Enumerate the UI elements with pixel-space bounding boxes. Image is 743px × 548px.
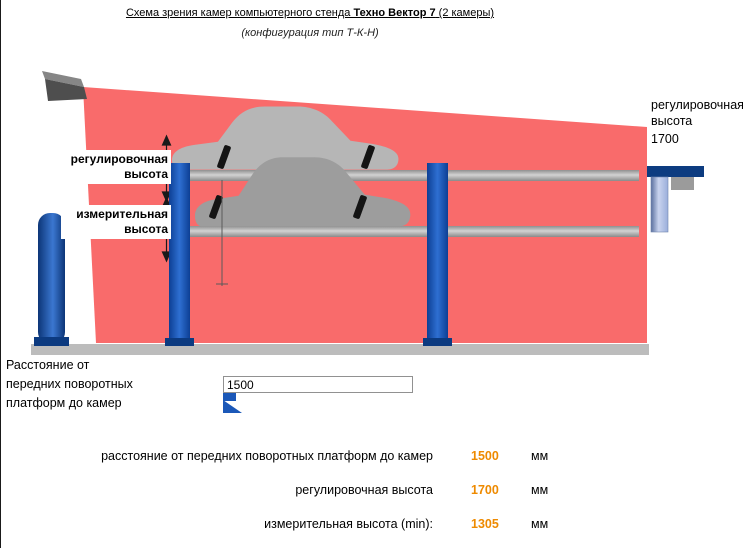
distance-marker-icon bbox=[223, 393, 242, 413]
measure-height-label-line2: высота bbox=[124, 222, 168, 236]
right-height-panel: регулировочная высота 1700 bbox=[651, 97, 743, 147]
result-row: расстояние от передних поворотных платфо… bbox=[1, 449, 641, 463]
measure-height-label-line1: измерительная bbox=[76, 207, 168, 221]
height-adjuster-tab bbox=[671, 177, 694, 190]
title-prefix: Схема зрения камер компьютерного стенда bbox=[125, 7, 354, 19]
result-label: измерительная высота (min): bbox=[264, 517, 433, 531]
right-height-label-line2: высота bbox=[651, 114, 693, 128]
lift-column-left bbox=[169, 163, 190, 341]
camera-pole-base bbox=[34, 337, 69, 346]
adjust-height-label: регулировочная высота bbox=[57, 150, 171, 184]
result-label: расстояние от передних поворотных платфо… bbox=[101, 449, 433, 463]
wheel-target-icon bbox=[353, 195, 367, 219]
wheel-target-icon bbox=[209, 195, 223, 219]
measure-height-label: измерительная высота bbox=[61, 205, 171, 239]
result-value: 1500 bbox=[471, 449, 499, 463]
ground bbox=[31, 344, 649, 355]
upper-rail bbox=[168, 170, 639, 181]
wheel-targets bbox=[209, 145, 375, 219]
distance-input[interactable] bbox=[223, 376, 413, 393]
wheel-target-icon bbox=[361, 145, 375, 169]
results-table: расстояние от передних поворотных платфо… bbox=[1, 449, 641, 548]
page-title: Схема зрения камер компьютерного стенда … bbox=[1, 7, 619, 19]
result-value: 1700 bbox=[471, 483, 499, 497]
lower-rail bbox=[168, 226, 639, 237]
height-adjuster-column bbox=[650, 176, 669, 233]
right-height-label-line1: регулировочная bbox=[651, 98, 743, 112]
distance-label-line3: платформ до камер bbox=[6, 396, 122, 410]
page-subtitle: (конфигурация тип Т-К-Н) bbox=[241, 27, 379, 39]
adjust-height-label-line1: регулировочная bbox=[70, 152, 168, 166]
result-unit: мм bbox=[531, 483, 549, 497]
title-suffix: (2 камеры) bbox=[435, 7, 495, 19]
camera-pole bbox=[38, 213, 65, 344]
height-adjuster-bar bbox=[647, 166, 704, 177]
camera-icon bbox=[42, 71, 87, 101]
result-unit: мм bbox=[531, 517, 549, 531]
lift-column-right bbox=[427, 163, 448, 341]
lift-column-left-base bbox=[165, 338, 194, 346]
adjust-height-label-line2: высота bbox=[124, 167, 168, 181]
result-unit: мм bbox=[531, 449, 549, 463]
distance-label: Расстояние от передних поворотных платфо… bbox=[6, 356, 186, 413]
title-product-name: Техно Вектор 7 bbox=[353, 7, 436, 19]
height-adjuster bbox=[647, 166, 704, 233]
result-row: измерительная высота (min): 1305 мм bbox=[1, 517, 641, 531]
result-value: 1305 bbox=[471, 517, 499, 531]
lift-column-right-base bbox=[423, 338, 452, 346]
wheel-target-icon bbox=[217, 145, 231, 169]
result-row: регулировочная высота 1700 мм bbox=[1, 483, 641, 497]
distance-label-line1: Расстояние от bbox=[6, 358, 90, 372]
result-label: регулировочная высота bbox=[295, 483, 433, 497]
plumb-line bbox=[216, 180, 228, 286]
distance-label-line2: передних поворотных bbox=[6, 377, 133, 391]
right-height-value: 1700 bbox=[651, 132, 679, 146]
